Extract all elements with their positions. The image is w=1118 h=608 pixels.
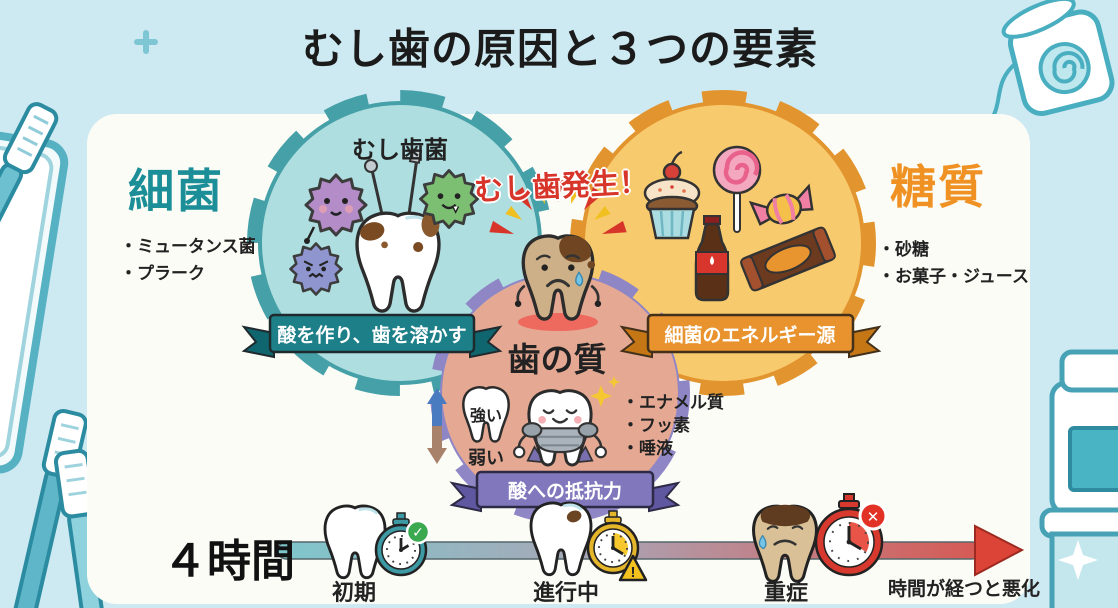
cross-icon: ✕ [867, 509, 880, 526]
attacked-tooth-icon [355, 211, 441, 313]
stage2-tooth-icon [529, 501, 593, 577]
germ-group [289, 148, 479, 313]
sugar-label: 糖質 [890, 161, 986, 213]
bacteria-banner: 酸を作り、歯を溶かす [277, 325, 467, 347]
lollipop-icon [712, 145, 762, 233]
banner-sugar [619, 313, 882, 359]
quality-item: ・フッ素 [622, 416, 690, 435]
burst-rays [489, 180, 627, 234]
strong-label: 強い [469, 408, 503, 425]
banner-bacteria [241, 313, 503, 359]
stopwatch-warning-icon: ! [586, 510, 648, 582]
timeline-note: 時間が経つと悪化 [888, 579, 1041, 600]
germ-icon [304, 173, 368, 244]
armor-tooth-icon [513, 389, 607, 467]
cavity-tooth-group [489, 180, 627, 331]
sugar-banner: 細菌のエネルギー源 [664, 325, 836, 347]
stopwatch-ok-icon: ✓ [374, 512, 431, 577]
bacteria-label: 細菌 [128, 165, 224, 217]
stopwatch-danger-icon: ✕ [814, 493, 888, 577]
toothbrush-icon [0, 102, 59, 356]
germ-icon [419, 169, 479, 229]
candy-bar-icon [740, 226, 836, 292]
strength-arrow-icon [427, 388, 447, 464]
stage1-tooth-icon [323, 504, 387, 580]
check-badge [405, 519, 431, 545]
quality-label: 歯の質 [507, 341, 607, 378]
candy-icon [748, 183, 814, 226]
red-shadow [518, 313, 598, 331]
page-title: むし歯の原因と３つの要素 [301, 25, 819, 73]
stage3-tooth-icon [752, 504, 818, 583]
cupcake-icon [643, 150, 701, 240]
banner-quality [449, 470, 681, 513]
sweets-group [643, 145, 836, 302]
quality-item: ・唾液 [622, 439, 673, 458]
germ-label: むし歯菌 [352, 137, 448, 164]
weak-label: 弱い [468, 448, 504, 468]
cross-badge [858, 501, 888, 531]
bacteria-item: ・ミュータンス菌 [120, 237, 256, 256]
stage-label-severe: 重症 [763, 580, 809, 605]
dental-floss-icon [980, 0, 1115, 130]
stage-label-early: 初期 [331, 580, 377, 605]
check-icon: ✓ [412, 524, 424, 540]
sugar-item: ・お菓子・ジュース [878, 267, 1029, 286]
germ-icon [289, 242, 343, 296]
cola-bottle-icon [694, 215, 730, 302]
quality-banner: 酸への抵抗力 [507, 481, 623, 503]
cavity-tooth-icon [514, 234, 602, 321]
quality-group [427, 375, 621, 467]
timeline-duration: ４時間 [163, 537, 295, 586]
mirror-icon [0, 126, 69, 474]
sparkle-icon [134, 30, 158, 54]
mouthwash-jar-icon [1039, 349, 1118, 608]
stage-label-progress: 進行中 [532, 580, 600, 605]
bacteria-item: ・プラーク [120, 264, 205, 283]
warning-icon: ! [631, 564, 636, 581]
timeline-group: ✓ ! [277, 493, 1025, 583]
sugar-item: ・砂糖 [878, 240, 929, 259]
quality-item: ・エナメル質 [622, 393, 724, 412]
timeline-arrowhead [974, 524, 1025, 577]
warning-badge: ! [618, 554, 648, 582]
